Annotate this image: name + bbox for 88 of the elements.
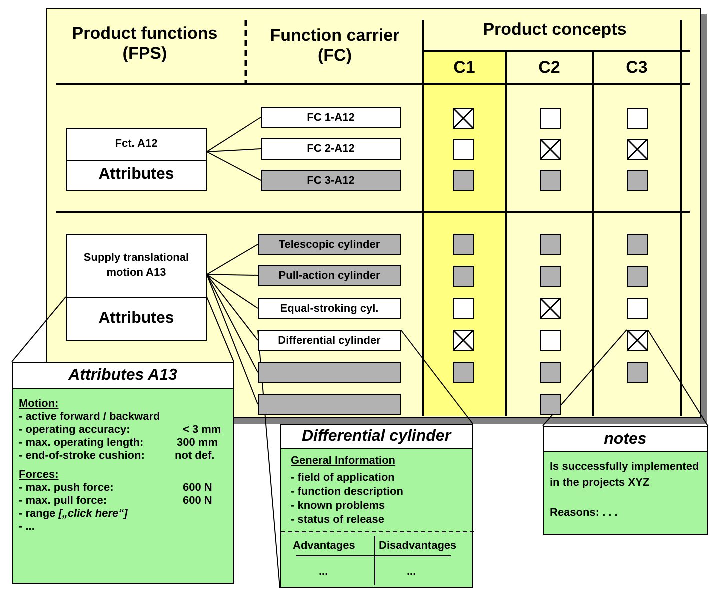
checkbox xyxy=(627,362,648,383)
checkbox xyxy=(540,170,561,191)
section-heading: General Information xyxy=(291,455,396,468)
function-box xyxy=(66,128,207,191)
checkbox xyxy=(453,362,474,383)
callout-title: Differential cylinder xyxy=(281,425,472,449)
carrier-box xyxy=(258,394,401,415)
column-heading: Function carrier (FC) xyxy=(269,26,401,66)
column-heading: Product functions (FPS) xyxy=(71,24,219,64)
checkbox xyxy=(453,170,474,191)
column-heading: C1 xyxy=(452,58,476,78)
column-heading: C2 xyxy=(538,58,562,78)
checkbox xyxy=(540,394,561,415)
carrier-box: FC 1-A12 xyxy=(261,107,401,128)
note-text: - function description xyxy=(291,486,404,499)
connector-line xyxy=(206,117,262,152)
note-text: - max. pull force: xyxy=(19,495,108,508)
note-text: - max. operating length: xyxy=(19,437,144,450)
checkbox xyxy=(540,362,561,383)
note-text: 600 N xyxy=(183,482,212,495)
checked-checkbox xyxy=(540,298,561,319)
note-text: - status of release xyxy=(291,514,385,527)
connector-line xyxy=(206,244,258,276)
note-text: 600 N xyxy=(183,495,212,508)
note-text: - operating accuracy: xyxy=(19,424,130,437)
checked-checkbox xyxy=(540,139,561,160)
carrier-box: FC 3-A12 xyxy=(261,170,401,191)
checkbox xyxy=(627,108,648,129)
attributes-label: Attributes xyxy=(98,165,176,186)
leader-line xyxy=(400,330,474,424)
note-text: - active forward / backward xyxy=(19,411,160,424)
function-box xyxy=(66,234,207,341)
note-text: Reasons: . . . xyxy=(550,507,618,520)
checked-checkbox xyxy=(453,330,474,351)
note-text: - ... xyxy=(19,521,35,534)
carrier-box: Telescopic cylinder xyxy=(258,234,401,255)
checkbox xyxy=(540,330,561,351)
carrier-box: FC 2-A12 xyxy=(261,138,401,160)
note-text: Is successfully implemented in the projects XYZ xyxy=(550,460,700,491)
function-label: Fct. A12 xyxy=(67,129,206,160)
note-text: - range [„click here“] xyxy=(19,508,128,521)
callout-title: notes xyxy=(544,427,707,452)
note-text: ... xyxy=(407,566,416,579)
connector-line xyxy=(206,274,258,341)
checked-checkbox xyxy=(627,330,648,351)
checkbox xyxy=(453,266,474,287)
note-text: - known problems xyxy=(291,500,386,513)
checkbox xyxy=(540,108,561,129)
checkbox xyxy=(453,298,474,319)
leader-line xyxy=(206,296,234,362)
checkbox xyxy=(627,234,648,255)
attributes-label: Attributes xyxy=(98,309,176,330)
checkbox xyxy=(627,266,648,287)
callout-panel xyxy=(280,424,473,588)
carrier-box: Equal-stroking cyl. xyxy=(258,298,401,319)
carrier-box xyxy=(258,362,401,383)
note-text: 300 mm xyxy=(177,437,218,450)
column-heading: C3 xyxy=(625,58,649,78)
leader-line xyxy=(12,296,66,362)
note-text: - field of application xyxy=(291,472,395,485)
note-text: - end-of-stroke cushion: xyxy=(19,450,145,463)
section-heading: Forces: xyxy=(19,469,59,482)
connector-line xyxy=(206,274,258,276)
callout-panel xyxy=(543,426,708,535)
checkbox xyxy=(453,139,474,160)
connector-line xyxy=(206,148,262,152)
checked-checkbox xyxy=(453,108,474,129)
section-heading: Motion: xyxy=(19,398,59,411)
function-label: Supply translational motion A13 xyxy=(67,235,206,298)
checkbox xyxy=(540,234,561,255)
note-text: < 3 mm xyxy=(183,424,222,437)
note-text: Disadvantages xyxy=(379,540,457,553)
carrier-box: Pull-action cylinder xyxy=(258,265,401,286)
note-text: - max. push force: xyxy=(19,482,114,495)
connector-line xyxy=(206,151,262,181)
checkbox xyxy=(453,234,474,255)
checkbox xyxy=(540,266,561,287)
note-text: Advantages xyxy=(293,540,356,553)
callout-panel xyxy=(12,362,234,584)
column-heading: Product concepts xyxy=(482,20,628,40)
note-text: ... xyxy=(319,566,328,579)
checkbox xyxy=(627,298,648,319)
carrier-box: Differential cylinder xyxy=(258,330,401,351)
checkbox xyxy=(627,170,648,191)
note-text: not def. xyxy=(175,450,215,463)
callout-title: Attributes A13 xyxy=(13,363,233,389)
checked-checkbox xyxy=(627,139,648,160)
connector-line xyxy=(206,274,258,309)
